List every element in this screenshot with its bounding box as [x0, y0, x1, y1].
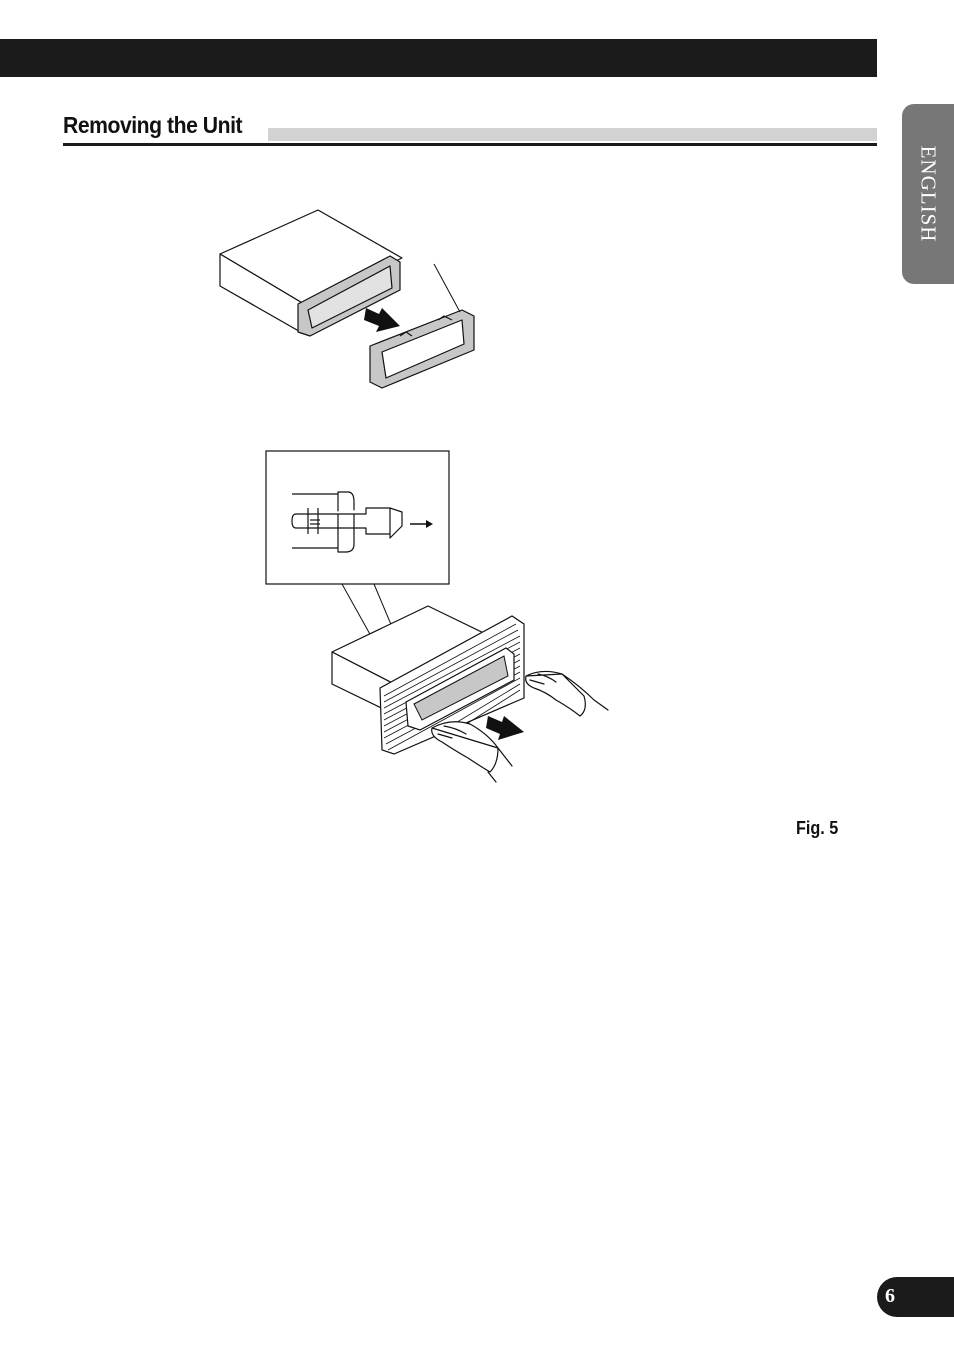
section-rule-light — [268, 128, 877, 141]
header-bar — [0, 39, 877, 77]
pull-arrow — [364, 308, 400, 332]
unit-extraction-illustration — [262, 448, 614, 784]
extract-arrow — [486, 716, 524, 740]
figure-caption: Fig. 5 — [796, 818, 838, 839]
leader-line — [434, 264, 460, 312]
language-label: ENGLISH — [916, 146, 941, 243]
language-tab: ENGLISH — [902, 104, 954, 284]
section-title: Removing the Unit — [63, 111, 242, 139]
right-hand — [526, 671, 608, 716]
page-number: 6 — [885, 1277, 895, 1317]
detail-inset — [266, 451, 449, 584]
section-rule — [63, 143, 877, 146]
page-number-tab: 6 — [877, 1277, 954, 1317]
trim-ring-removal-illustration — [214, 206, 484, 396]
detail-bracket — [338, 492, 354, 552]
